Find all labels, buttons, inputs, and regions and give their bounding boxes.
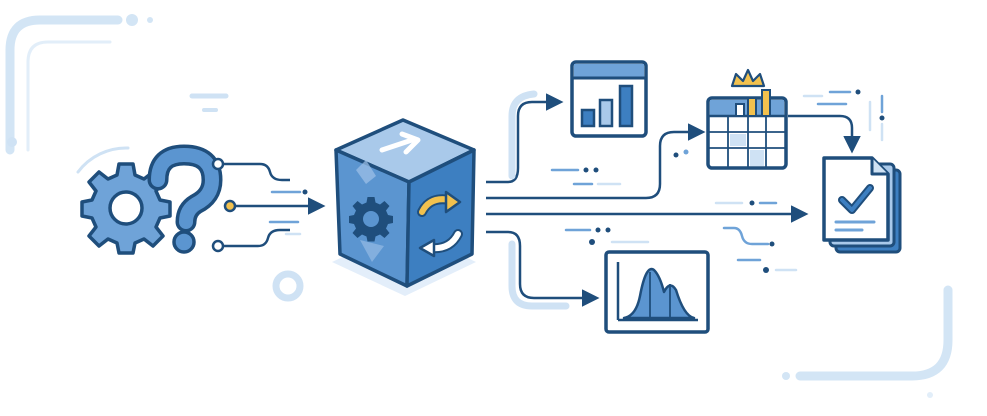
data-dashes: [550, 89, 885, 273]
ranked-table-icon: [706, 68, 788, 170]
input-icons-group: [76, 144, 223, 255]
output-connectors: [486, 90, 861, 310]
checkmark-icon: [838, 184, 874, 214]
data-cube-icon: [332, 118, 476, 296]
gear-icon: [349, 197, 393, 242]
ring-icon: [272, 270, 304, 302]
checked-document-stack-icon: [822, 156, 902, 254]
bar-chart-panel-icon: [570, 60, 648, 138]
crown-icon: [730, 68, 766, 88]
decorative-dashes: [189, 93, 229, 112]
refresh-arrows-icon: [417, 190, 463, 258]
gear-icon: [80, 162, 172, 255]
question-mark-icon: [147, 144, 223, 254]
arrow-right-icon: [379, 131, 421, 155]
decorative-frame-bottom-right: [782, 285, 953, 398]
input-connectors: [211, 157, 326, 302]
density-chart-panel-icon: [604, 250, 710, 334]
decorative-frame-top-left: [5, 14, 153, 155]
